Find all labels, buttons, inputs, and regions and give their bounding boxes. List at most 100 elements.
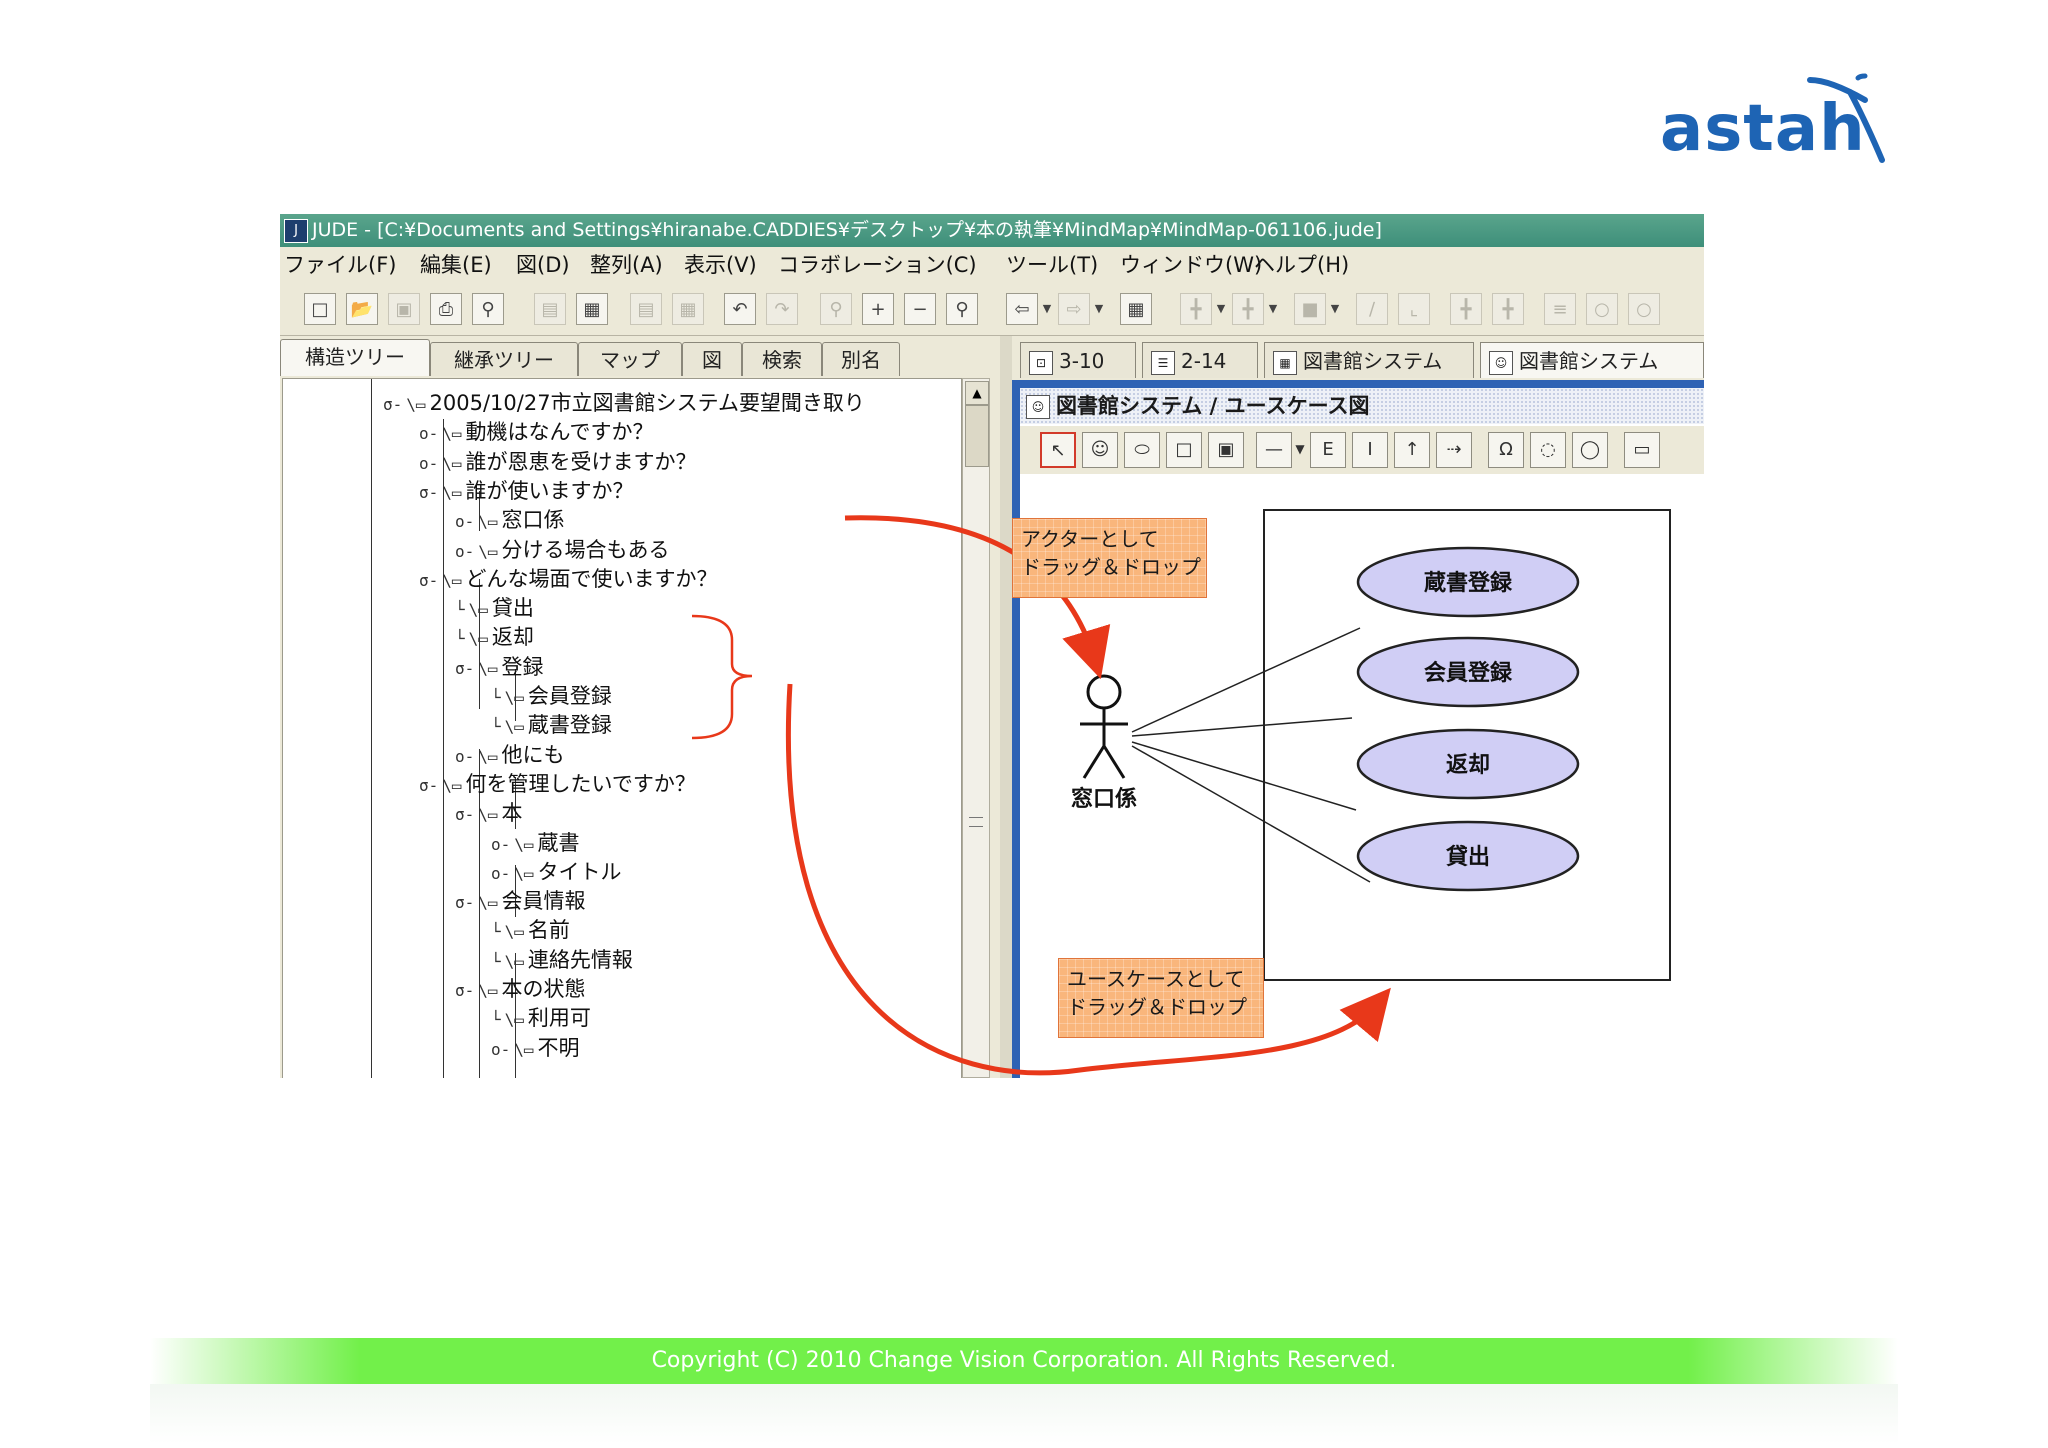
scroll-up-icon[interactable]: ▲	[965, 381, 989, 405]
usecase-ellipse[interactable]	[1356, 546, 1580, 618]
control-tool-icon[interactable]: ◌	[1530, 432, 1566, 468]
tree-node[interactable]: o-\▭誰が恩恵を受けますか？	[419, 448, 697, 476]
zoom-out-icon[interactable]: −	[904, 293, 936, 325]
node-2-icon[interactable]: ○	[1628, 293, 1660, 325]
tree-node[interactable]: σ-\▭会員情報	[455, 887, 586, 915]
color-dropdown-icon[interactable]: ▼	[1330, 302, 1340, 315]
menu-window[interactable]: ウィンドウ(W)	[1120, 253, 1263, 277]
collapsed-toggle-icon[interactable]: o-	[455, 746, 475, 766]
menu-edit[interactable]: 編集(E)	[420, 253, 492, 277]
tab-library-system-1[interactable]: ▦図書館システム	[1264, 342, 1474, 378]
overview-icon[interactable]: ▦	[1120, 293, 1152, 325]
menu-tools[interactable]: ツール(T)	[1006, 253, 1099, 277]
include-tool-icon[interactable]: I	[1352, 432, 1388, 468]
tab-search[interactable]: 検索	[742, 342, 822, 376]
note-tool-icon[interactable]: ▭	[1624, 432, 1660, 468]
tree-node[interactable]: └\▭連絡先情報	[491, 946, 633, 974]
tree-layout-2-icon[interactable]: ╋	[1492, 293, 1524, 325]
tree-node[interactable]: o-\▭タイトル	[491, 858, 622, 886]
tree-node[interactable]: σ-\▭2005/10/27市立図書館システム要望聞き取り	[383, 389, 865, 417]
tab-diagram[interactable]: 図	[682, 342, 742, 376]
forward-dropdown-icon[interactable]: ▼	[1094, 302, 1104, 315]
collapsed-toggle-icon[interactable]: o-	[455, 512, 475, 532]
pane-splitter[interactable]	[1000, 336, 1012, 1078]
collapsed-toggle-icon[interactable]: o-	[491, 834, 511, 854]
save-icon[interactable]: ▣	[388, 293, 420, 325]
new-file-icon[interactable]: □	[304, 293, 336, 325]
list-icon[interactable]: ≡	[1544, 293, 1576, 325]
zoom-in-icon[interactable]: +	[862, 293, 894, 325]
paste-icon[interactable]: ▦	[576, 293, 608, 325]
zoom-icon[interactable]: ⚲	[820, 293, 852, 325]
tree-node[interactable]: └\▭利用可	[491, 1004, 591, 1032]
usecase-tool-icon[interactable]: ⬭	[1124, 432, 1160, 468]
tree-node[interactable]: o-\▭他にも	[455, 741, 565, 769]
back-icon[interactable]: ⇦	[1006, 293, 1038, 325]
expanded-toggle-icon[interactable]: σ-	[419, 482, 439, 502]
tree-node[interactable]: σ-\▭何を管理したいですか？	[419, 770, 696, 798]
tree-layout-icon[interactable]: ╋	[1450, 293, 1482, 325]
tree-node[interactable]: σ-\▭本	[455, 799, 523, 827]
expanded-toggle-icon[interactable]: σ-	[455, 981, 475, 1000]
tab-library-system-2[interactable]: ☺図書館システム	[1480, 342, 1704, 378]
redo-icon[interactable]: ↷	[766, 293, 798, 325]
entity-tool-icon[interactable]: ◯	[1572, 432, 1608, 468]
tab-diagram-2-14[interactable]: ☰2-14	[1142, 342, 1258, 378]
select-tool-icon[interactable]: ↖	[1040, 432, 1076, 468]
tab-alias[interactable]: 別名	[822, 342, 900, 376]
tree-node[interactable]: σ-\▭本の状態	[455, 975, 586, 1003]
tab-structure-tree[interactable]: 構造ツリー	[280, 339, 430, 376]
print-preview-icon[interactable]: ⚲	[472, 293, 504, 325]
collapsed-toggle-icon[interactable]: o-	[419, 453, 439, 473]
subsystem-tool-icon[interactable]: ▣	[1208, 432, 1244, 468]
line-style-icon[interactable]: ∕	[1356, 293, 1388, 325]
open-file-icon[interactable]: 📂	[346, 293, 378, 325]
menu-file[interactable]: ファイル(F)	[284, 253, 397, 277]
collapsed-toggle-icon[interactable]: o-	[455, 541, 475, 561]
tree-node[interactable]: o-\▭窓口係	[455, 506, 565, 534]
line-corner-icon[interactable]: ⌞	[1398, 293, 1430, 325]
align-h-dropdown-icon[interactable]: ▼	[1216, 302, 1226, 315]
collapsed-toggle-icon[interactable]: o-	[491, 863, 511, 883]
tree-node[interactable]: └\▭蔵書登録	[491, 711, 612, 739]
expanded-toggle-icon[interactable]: σ-	[419, 775, 439, 795]
expanded-toggle-icon[interactable]: σ-	[455, 893, 475, 913]
tree-node[interactable]: o-\▭動機はなんですか？	[419, 418, 653, 446]
back-dropdown-icon[interactable]: ▼	[1042, 302, 1052, 315]
tree-node[interactable]: σ-\▭どんな場面で使いますか？	[419, 565, 718, 593]
copy-icon[interactable]: ▤	[534, 293, 566, 325]
align-vertical-icon[interactable]: ╋	[1232, 293, 1264, 325]
dependency-tool-icon[interactable]: ⇢	[1436, 432, 1472, 468]
tab-map[interactable]: マップ	[578, 342, 682, 376]
tab-inheritance-tree[interactable]: 継承ツリー	[430, 342, 578, 376]
tab-diagram-3-10[interactable]: ⊡3-10	[1020, 342, 1136, 378]
actor-figure[interactable]	[1080, 674, 1128, 779]
menu-align[interactable]: 整列(A)	[590, 253, 663, 277]
tree-node[interactable]: └\▭会員登録	[491, 682, 612, 710]
extend-tool-icon[interactable]: E	[1310, 432, 1346, 468]
tree-node[interactable]: o-\▭不明	[491, 1034, 580, 1062]
actor-tool-icon[interactable]: ☺	[1082, 432, 1118, 468]
package-tool-icon[interactable]: □	[1166, 432, 1202, 468]
node-icon[interactable]: ○	[1586, 293, 1618, 325]
association-dropdown-icon[interactable]: ▼	[1295, 442, 1305, 456]
menu-help[interactable]: ヘルプ(H)	[1254, 253, 1350, 277]
menu-view[interactable]: 表示(V)	[684, 253, 757, 277]
expanded-toggle-icon[interactable]: σ-	[455, 805, 475, 825]
scroll-thumb[interactable]	[965, 405, 989, 467]
undo-icon[interactable]: ↶	[724, 293, 756, 325]
align-horizontal-icon[interactable]: ╋	[1180, 293, 1212, 325]
tree-node[interactable]: o-\▭蔵書	[491, 829, 580, 857]
color-icon[interactable]: ■	[1294, 293, 1326, 325]
forward-icon[interactable]: ⇨	[1058, 293, 1090, 325]
tree-node[interactable]: σ-\▭登録	[455, 653, 544, 681]
usecase-ellipse[interactable]	[1356, 636, 1580, 708]
paste-diagram-icon[interactable]: ▦	[672, 293, 704, 325]
print-icon[interactable]: ⎙	[430, 293, 462, 325]
tree-scrollbar[interactable]: ▲	[962, 378, 990, 1078]
expanded-toggle-icon[interactable]: σ-	[419, 570, 439, 590]
collapsed-toggle-icon[interactable]: o-	[491, 1039, 511, 1059]
association-tool-icon[interactable]: —	[1256, 432, 1292, 468]
zoom-fit-icon[interactable]: ⚲	[946, 293, 978, 325]
tree-node[interactable]: σ-\▭誰が使いますか？	[419, 477, 634, 505]
